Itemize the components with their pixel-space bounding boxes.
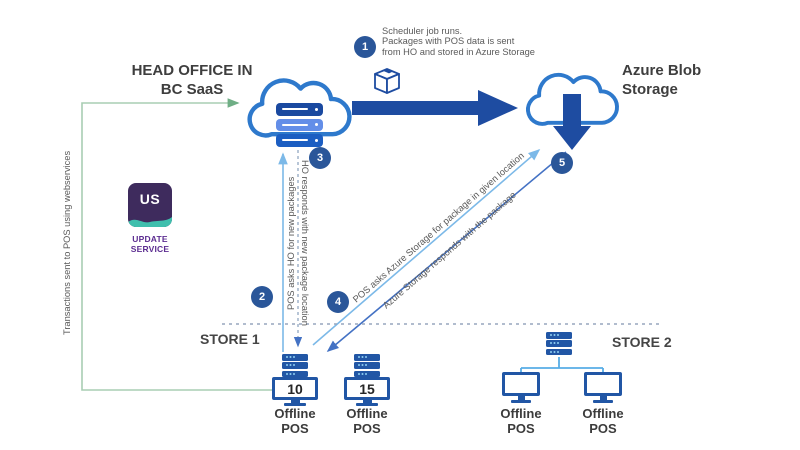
store1-pos2-label: Offline POS <box>346 406 388 437</box>
scheduler-annotation: Scheduler job runs. Packages with POS da… <box>382 26 535 57</box>
pos-asks-ho-label: POS asks HO for new packages <box>286 176 296 310</box>
update-service-label: UPDATE SERVICE <box>130 234 170 254</box>
store2-label: STORE 2 <box>612 334 672 350</box>
store2-pos2-label: Offline POS <box>582 406 624 437</box>
scheduler-line3: from HO and stored in Azure Storage <box>382 46 535 57</box>
store1-pos2-monitor-icon: 15 <box>344 377 390 406</box>
step-3-badge: 3 <box>309 147 331 169</box>
head-office-title-line2: BC SaaS <box>160 80 224 98</box>
azure-title-line2: Storage <box>622 80 678 98</box>
store1-pos1-server-icon <box>282 354 308 379</box>
head-office-server-icon <box>276 103 323 150</box>
store1-pos1-monitor-icon: 10 <box>272 377 318 406</box>
step-5-badge: 5 <box>551 152 573 174</box>
store2-pos1-monitor-icon <box>502 372 540 403</box>
head-office-title-line1: HEAD OFFICE IN <box>131 62 253 79</box>
store2-lan-connector <box>520 357 604 373</box>
update-service-initials: US <box>139 191 161 207</box>
update-service-wave <box>128 217 172 227</box>
store1-pos1-count: 10 <box>272 377 318 400</box>
download-arrow-icon <box>553 94 591 150</box>
azure-blob-title: Azure Blob Storage <box>622 62 701 100</box>
head-office-title: HEAD OFFICE IN BC SaaS <box>112 62 272 100</box>
pos-to-azure-arrow <box>312 148 541 346</box>
store1-pos2-count: 15 <box>344 377 390 400</box>
update-service-icon: US <box>128 183 172 227</box>
ho-to-azure-flow-arrow-icon <box>352 90 518 126</box>
package-icon <box>374 68 400 94</box>
store2-pos2-monitor-icon <box>584 372 622 403</box>
azure-response-arrow <box>326 151 567 353</box>
store2-server-icon <box>546 332 572 357</box>
transactions-label: Transactions sent to POS using webservic… <box>62 150 72 335</box>
step-4-badge: 4 <box>327 291 349 313</box>
scheduler-line2: Packages with POS data is sent <box>382 36 515 47</box>
azure-title-line1: Azure Blob <box>622 62 702 79</box>
scheduler-line1: Scheduler job runs. <box>382 26 463 36</box>
webservice-flow-line <box>81 98 272 391</box>
step-1-badge: 1 <box>354 36 376 58</box>
store1-label: STORE 1 <box>200 331 260 347</box>
store2-pos1-label: Offline POS <box>500 406 542 437</box>
store1-pos2-server-icon <box>354 354 380 379</box>
ho-responds-label: HO responds with new package location <box>300 160 310 326</box>
step-2-badge: 2 <box>251 286 273 308</box>
store1-pos1-label: Offline POS <box>274 406 316 437</box>
